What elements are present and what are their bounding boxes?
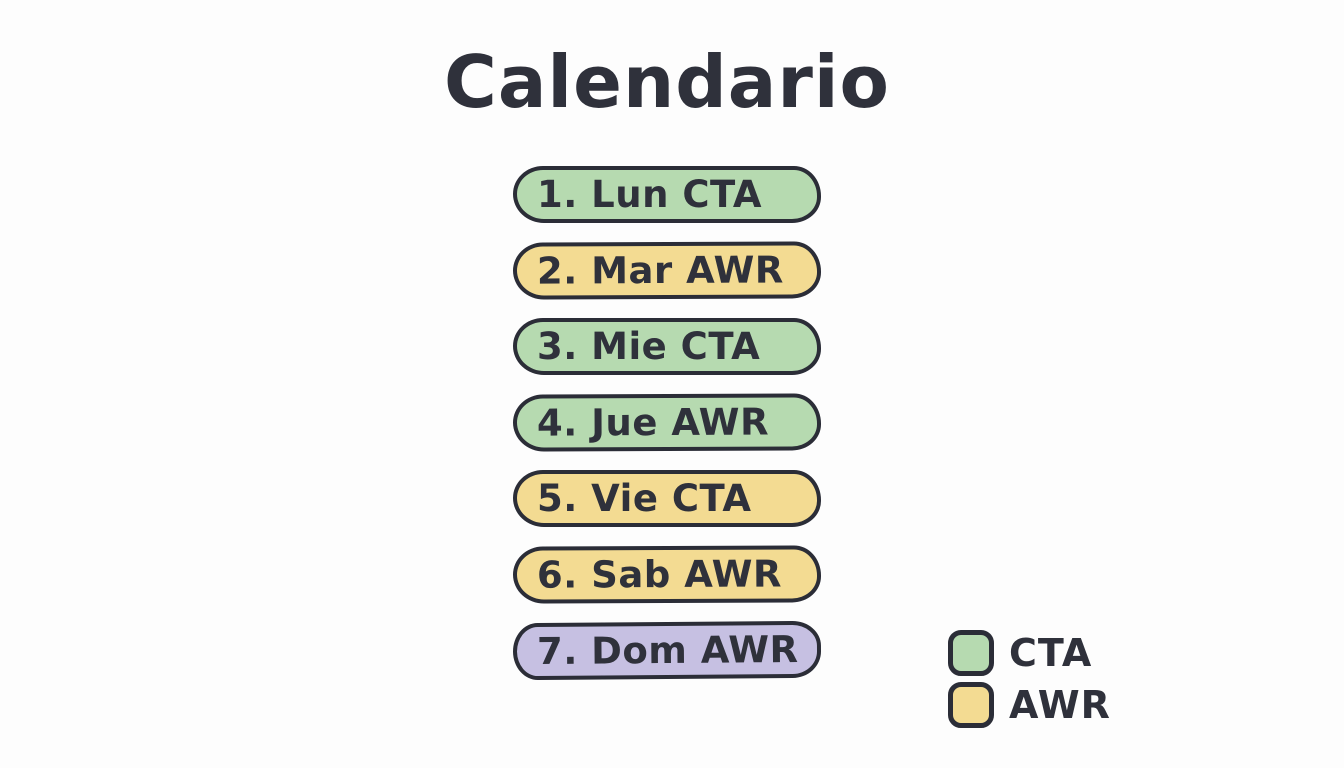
legend-item-cta: CTA (948, 630, 1111, 676)
legend-label: AWR (1009, 683, 1111, 727)
day-item-label: 7. Dom AWR (536, 627, 799, 674)
day-item-7: 7. Dom AWR (512, 620, 822, 681)
legend-item-awr: AWR (948, 682, 1111, 728)
day-item-6: 6. Sab AWR (512, 545, 822, 604)
day-item-1: 1. Lun CTA (513, 166, 821, 223)
day-item-label: 3. Mie CTA (537, 325, 761, 368)
day-item-3: 3. Mie CTA (513, 318, 821, 375)
day-item-2: 2. Mar AWR (512, 241, 822, 300)
day-item-label: 2. Mar AWR (536, 248, 784, 293)
day-item-5: 5. Vie CTA (513, 470, 821, 527)
page-title: Calendario (444, 40, 890, 124)
day-item-label: 1. Lun CTA (537, 173, 762, 216)
day-item-label: 6. Sab AWR (536, 552, 783, 597)
day-item-label: 5. Vie CTA (537, 477, 752, 520)
legend: CTA AWR (948, 630, 1111, 728)
day-list: 1. Lun CTA 2. Mar AWR 3. Mie CTA 4. Jue … (512, 166, 822, 681)
legend-swatch-green (948, 630, 994, 676)
day-item-label: 4. Jue AWR (536, 400, 770, 445)
legend-swatch-yellow (948, 682, 994, 728)
legend-label: CTA (1009, 631, 1093, 675)
day-item-4: 4. Jue AWR (512, 393, 822, 452)
